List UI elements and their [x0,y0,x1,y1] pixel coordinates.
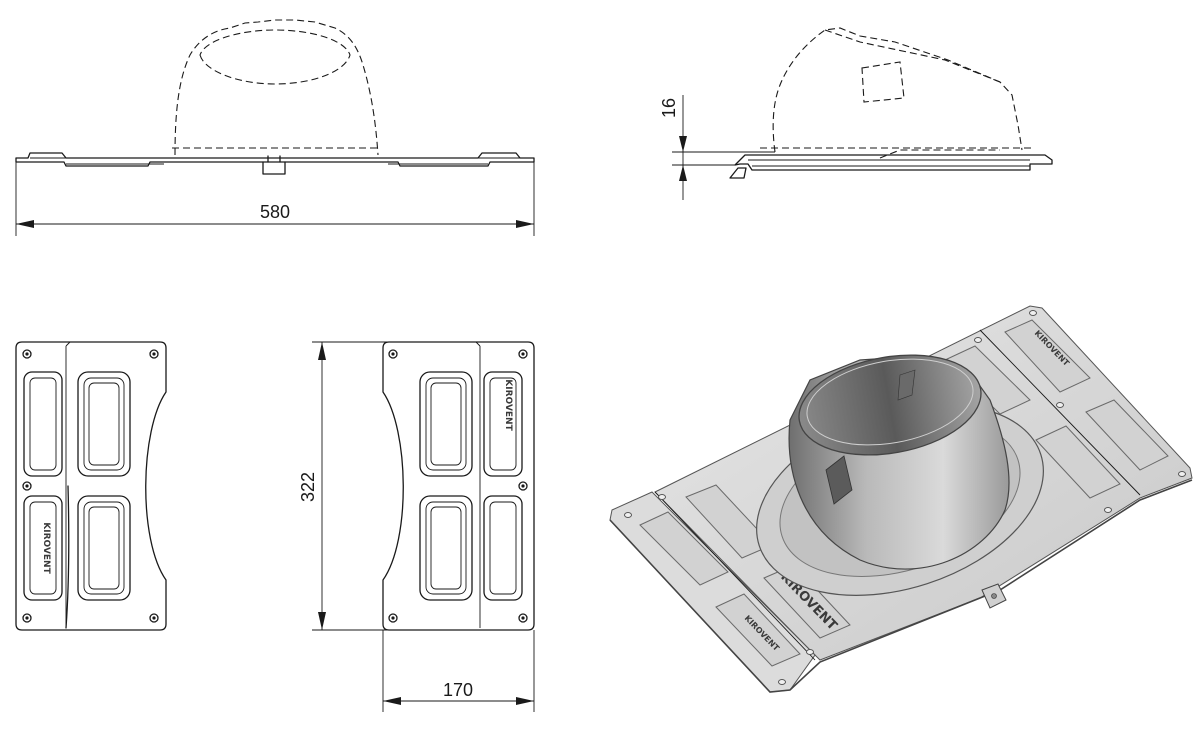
height-dimension-arrow-bottom [679,165,687,181]
width-dimension-arrow-left [16,220,34,228]
front-view-base-plate [15,152,535,167]
iso-plate-seam [654,329,1141,661]
plan-left-outer-plate [15,341,167,631]
front-view-dome-base [88,147,465,159]
iso-cone-inner-slot [897,369,916,401]
iso-drip-tab-hole [991,593,997,599]
half-width-dimension-label: 170 [443,680,473,700]
side-view-drip-edge [729,167,747,179]
front-view-base-inner-line [30,157,520,165]
side-view-dome-outline [772,27,1023,153]
side-view-base-dashed [760,147,1035,159]
plan-left-top-overlap [65,485,70,629]
half-width-dimension-arrow-right [516,697,534,705]
plan-right-brand-label: KIROVENT [503,379,513,431]
plan-left-pads [23,371,131,601]
front-view: 580 [15,19,535,236]
half-width-dimension-arrow-left [383,697,401,705]
width-dimension-label: 580 [260,202,290,222]
front-view-extension-lines [15,162,535,236]
plan-left-inner-plate [65,341,71,628]
side-view-dome-rim [824,29,1001,83]
length-extension-lines [312,341,395,631]
plan-view-left: KIROVENT [15,341,167,631]
half-width-extension-lines [382,630,535,712]
iso-cone-opening [798,354,982,456]
side-view: 16 [659,27,1053,200]
plan-right-bolts [388,349,528,623]
height-extension-lines [672,151,775,166]
plan-right-pads [419,371,523,601]
side-view-base-plate [734,154,1053,171]
front-view-dome-outline [174,19,379,156]
plan-left-brand-label: KIROVENT [41,522,51,574]
iso-bolts [624,310,1186,685]
iso-pads [639,319,1169,667]
plan-left-bolts [22,349,159,623]
length-dimension-arrow-bottom [318,612,326,630]
length-dimension-label: 322 [298,472,318,502]
width-dimension-arrow-right [516,220,534,228]
side-view-window [861,61,905,103]
plan-view-right: KIROVENT 322 170 [298,341,535,712]
height-dimension-label: 16 [659,98,679,118]
front-view-center-tab [262,155,286,175]
iso-plate-bottom-edge [609,479,1193,693]
isometric-view: KIROVENT KIROVENT KIROVENT [609,305,1193,693]
plan-right-inner-plate [475,341,481,628]
iso-cone-window [825,455,853,505]
iso-cone-opening-lip [806,358,974,446]
side-view-base-inner [748,159,1030,167]
plan-right-outer-plate [382,341,535,631]
front-view-dome-rim [199,29,351,85]
length-dimension-arrow-top [318,342,326,360]
height-dimension-arrow-top [679,136,687,152]
